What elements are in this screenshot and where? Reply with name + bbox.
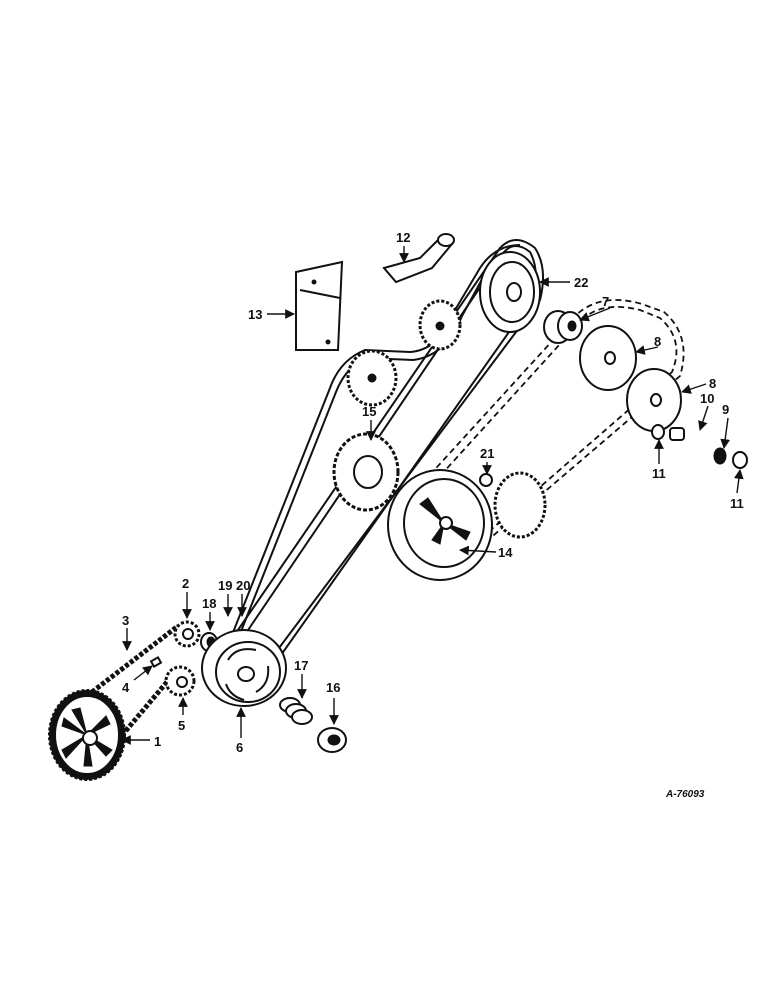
callout-6: 6 — [236, 740, 243, 755]
sprocket-behind-14 — [493, 471, 547, 539]
pulley-8-upper — [579, 325, 637, 391]
large-sprocket — [48, 689, 126, 781]
callout-17: 17 — [294, 658, 308, 673]
callout-13: 13 — [248, 307, 262, 322]
drive-pulley — [201, 629, 287, 707]
bracket-12 — [382, 233, 455, 284]
callout-21: 21 — [480, 446, 494, 461]
collar-16 — [317, 727, 347, 753]
callout-11a: 11 — [652, 466, 666, 481]
callout-19: 19 — [218, 578, 232, 593]
chain — [90, 624, 180, 742]
fan-pulley-14 — [387, 469, 493, 581]
callout-18: 18 — [202, 596, 216, 611]
pulley-22 — [479, 251, 541, 333]
callout-8a: 8 — [654, 334, 661, 349]
callout-5: 5 — [178, 718, 185, 733]
spring-9 — [713, 447, 727, 465]
callout-14: 14 — [498, 545, 513, 560]
callout-16: 16 — [326, 680, 340, 695]
leader-lines — [121, 246, 744, 745]
idler-sprocket-upper — [346, 349, 398, 407]
callout-9: 9 — [722, 402, 729, 417]
idler-sprocket-top — [418, 299, 462, 351]
plate-13 — [295, 260, 344, 351]
callout-20: 20 — [236, 578, 250, 593]
key — [149, 656, 163, 668]
callout-12: 12 — [396, 230, 410, 245]
callout-11b: 11 — [730, 496, 744, 511]
callout-1: 1 — [154, 734, 161, 749]
figure-reference: A-76093 — [665, 789, 705, 800]
callout-22: 22 — [574, 275, 588, 290]
callout-15: 15 — [362, 404, 376, 419]
callout-8b: 8 — [709, 376, 716, 391]
small-sprocket-lower — [164, 665, 196, 697]
callout-10: 10 — [700, 391, 714, 406]
callout-4: 4 — [122, 680, 130, 695]
small-sprocket-upper — [173, 620, 201, 648]
callout-2: 2 — [182, 576, 189, 591]
callout-7: 7 — [602, 294, 609, 309]
spring-17 — [279, 697, 313, 725]
callout-3: 3 — [122, 613, 129, 628]
sprocket-15 — [332, 432, 400, 512]
hub-7 — [543, 310, 583, 344]
washer-11-right — [732, 451, 748, 469]
pin-21 — [479, 473, 493, 487]
bushing-10 — [669, 427, 685, 441]
washer-11-left — [651, 424, 665, 440]
pulley-8-lower — [626, 368, 682, 432]
